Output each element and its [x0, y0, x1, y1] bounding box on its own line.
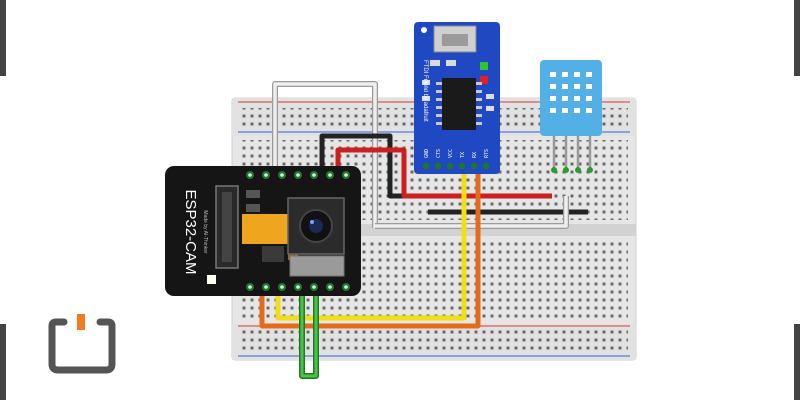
- ftdi-chip: [442, 78, 476, 130]
- power-plug-logo-icon: [48, 314, 116, 374]
- ftdi-pin-gnd: GND: [424, 149, 430, 158]
- ftdi-header-pins: [422, 162, 490, 170]
- wires: [259, 81, 588, 379]
- esp32-top-header: [246, 171, 350, 179]
- camera-module: [287, 197, 345, 255]
- red-wire: [335, 147, 552, 199]
- camera-flex: [242, 214, 288, 244]
- ftdi-pin-vcc: VCC: [448, 149, 454, 158]
- esp32-fineprint: Made by AI-Thinker: [202, 210, 208, 254]
- esp32-board-label: ESP32-CAM: [182, 189, 199, 274]
- yellow-wire: [275, 168, 467, 321]
- ftdi-pin-cts: CTS: [436, 149, 442, 158]
- left-top-edge-bar: [0, 0, 6, 76]
- ftdi-title: FTDI Friend by adafruit: [422, 60, 428, 122]
- left-bottom-edge-bar: [0, 324, 6, 400]
- ftdi-pin-rts: RTS: [484, 149, 490, 158]
- flash-led-icon: [207, 275, 216, 284]
- esp32-cam-board: ESP32-CAM Made by AI-Thinker: [165, 166, 361, 296]
- ftdi-pin-rx: RX: [472, 152, 478, 158]
- right-bottom-edge-bar: [794, 324, 800, 400]
- dht11-legs: [552, 136, 592, 168]
- dht11-sensor: [540, 60, 602, 173]
- right-top-edge-bar: [794, 0, 800, 76]
- ftdi-pin-tx: TX: [460, 152, 466, 158]
- esp32-bottom-header: [246, 283, 350, 291]
- orange-wire: [259, 168, 481, 329]
- sd-card-slot: [289, 255, 345, 277]
- ftdi-friend-board: FTDI Friend by adafruit GND CTS VCC TX R…: [414, 22, 500, 174]
